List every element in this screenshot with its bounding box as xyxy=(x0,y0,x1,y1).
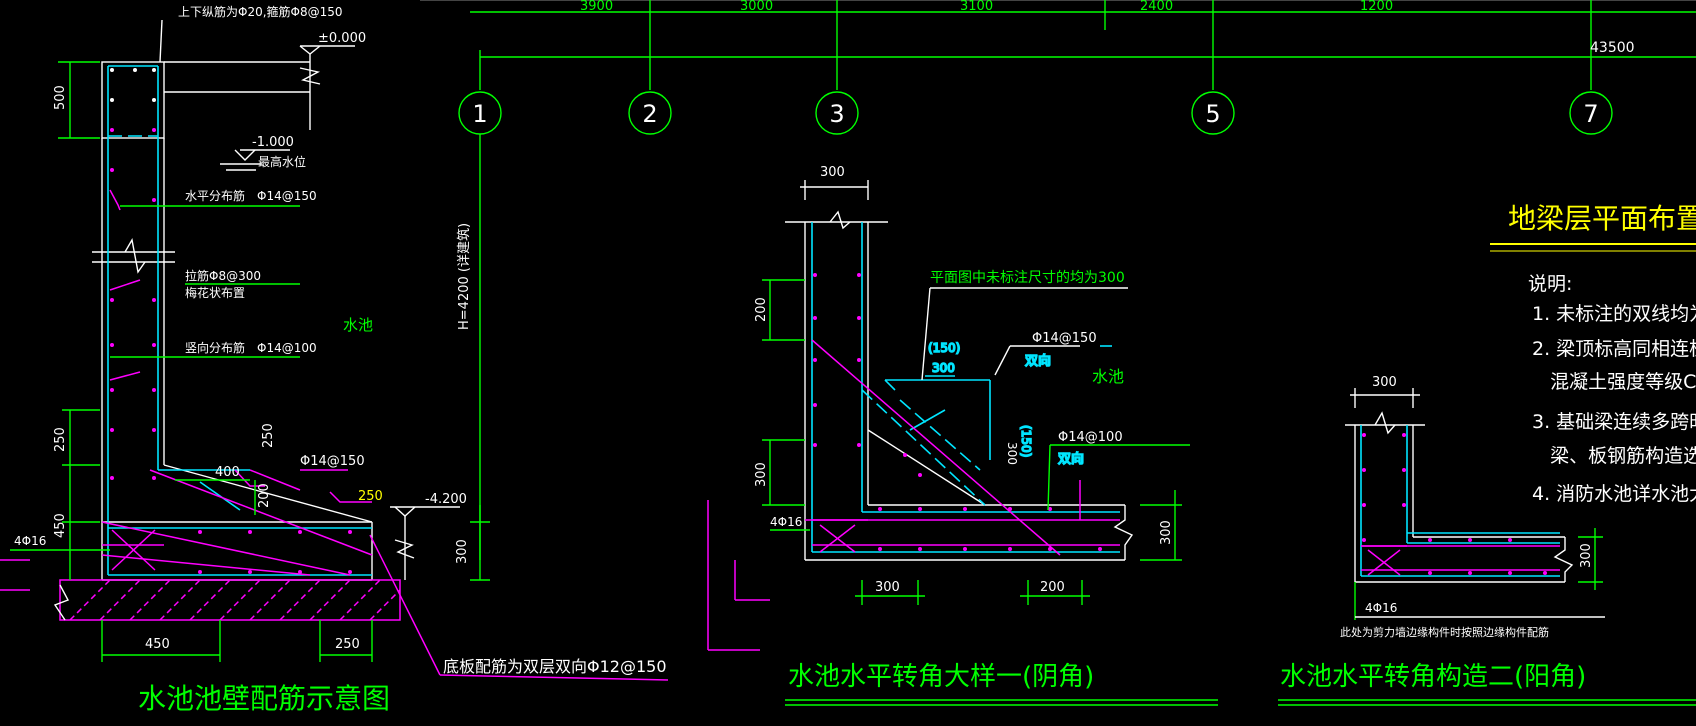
inner-dim-150a: (150) xyxy=(928,341,960,355)
inner-dir-1: 双向 xyxy=(1025,353,1051,369)
dim-400: 400 xyxy=(215,465,240,480)
inner-dim-200-bottom: 200 xyxy=(1040,580,1065,595)
note-line-1: 1. 未标注的双线均为基 xyxy=(1532,303,1696,325)
elevation-bottom: -4.200 xyxy=(425,492,467,507)
dim-300-right: 300 xyxy=(455,539,470,564)
pool-label: 水池 xyxy=(343,316,373,334)
axis-bubble-2: 2 xyxy=(628,91,672,135)
rebar-dots xyxy=(110,128,352,574)
axis-label-5: 5 xyxy=(1205,100,1220,128)
tie-rebar-note: 梅花状布置 xyxy=(185,285,245,300)
detail-titles: 水池池壁配筋示意图 水池水平转角大样一(阴角) 水池水平转角构造二(阳角) xyxy=(138,662,1696,715)
yellow-250: 250 xyxy=(358,489,383,504)
outer-note: 此处为剪力墙边缘构件时按照边缘构件配筋 xyxy=(1340,625,1549,639)
note-line-4: 3. 基础梁连续多跨时, xyxy=(1532,411,1696,433)
inner-dir-2: 双向 xyxy=(1058,451,1084,467)
wall-height-label: H=4200 (详建筑) xyxy=(456,223,472,330)
top-dim-2: 3000 xyxy=(740,0,773,14)
axis-label-2: 2 xyxy=(642,100,657,128)
inner-pool-label: 水池 xyxy=(1092,367,1124,386)
inner-dim-300-right: 300 xyxy=(1159,520,1174,545)
note-line-3: 混凝土强度等级C3 xyxy=(1532,371,1696,393)
inner-dim-300a: 300 xyxy=(932,361,955,375)
outer-bar: 4Φ16 xyxy=(1365,601,1397,615)
note-line-2: 2. 梁顶标高同相连桩顶 xyxy=(1532,338,1696,360)
inner-dim-300-left: 300 xyxy=(754,462,769,487)
plan-title: 地梁层平面布置图 xyxy=(1508,202,1696,235)
water-level-label: 最高水位 xyxy=(258,154,306,169)
bottom-dim-450: 450 xyxy=(145,637,170,652)
dim-200: 200 xyxy=(257,483,272,508)
note-line-6: 4. 消防水池详水池大详 xyxy=(1532,483,1696,505)
tie-rebar-label: 拉筋Φ8@300 xyxy=(185,268,261,283)
top-dim-1: 3900 xyxy=(580,0,613,14)
axis-bubble-1: 1 xyxy=(458,91,502,560)
bar-4phi16: 4Φ16 xyxy=(14,534,46,548)
haunch-rebar: Φ14@150 xyxy=(300,454,365,469)
inner-dim-150b: (150) xyxy=(1019,425,1033,457)
inner-dim-300-bottom: 300 xyxy=(875,580,900,595)
inner-dim-200: 200 xyxy=(754,297,769,322)
wall-section-detail: 上下纵筋为Φ20,箍筋Φ8@150 ±0.000 xyxy=(0,4,669,681)
notes-heading: 说明: xyxy=(1528,273,1572,295)
top-dim-5: 1200 xyxy=(1360,0,1393,14)
total-dimension: 43500 xyxy=(1590,40,1635,56)
axis-bubble-5: 5 xyxy=(1191,91,1235,135)
top-rebar-note: 上下纵筋为Φ20,箍筋Φ8@150 xyxy=(178,4,343,19)
grid-area: 3900 3000 3100 2400 1200 43500 1 2 3 5 7 xyxy=(420,0,1696,560)
inner-dim-300-top: 300 xyxy=(820,165,845,180)
axis-label-3: 3 xyxy=(829,100,844,128)
vertical-rebar-label: 竖向分布筋 Φ14@100 xyxy=(185,340,317,355)
corner-inner-title: 水池水平转角大样一(阴角) xyxy=(788,662,1094,692)
elevation-water: -1.000 xyxy=(252,135,294,150)
dim-250: 250 xyxy=(53,427,68,452)
wall-section-title: 水池池壁配筋示意图 xyxy=(138,682,390,715)
outer-dim-300-right: 300 xyxy=(1579,543,1594,568)
inner-rebar-2: Φ14@100 xyxy=(1058,430,1123,445)
inner-bar: 4Φ16 xyxy=(770,515,802,529)
axis-label-7: 7 xyxy=(1583,100,1598,128)
top-dim-3: 3100 xyxy=(960,0,993,14)
axis-bubble-7: 7 xyxy=(1569,91,1613,135)
corner-detail-inner: 300 xyxy=(707,165,1190,651)
ground-hatch xyxy=(53,579,401,621)
haunch-dim: 250 xyxy=(261,423,276,448)
dim-500: 500 xyxy=(53,85,68,110)
dim-450: 450 xyxy=(53,513,68,538)
inner-rebar-1: Φ14@150 xyxy=(1032,331,1097,346)
top-dim-4: 2400 xyxy=(1140,0,1173,14)
inner-dim-300-mid: 300 xyxy=(1005,442,1019,465)
bottom-dim-250: 250 xyxy=(335,637,360,652)
axis-bubble-3: 3 xyxy=(815,91,859,135)
slab-note: 底板配筋为双层双向Φ12@150 xyxy=(443,657,667,676)
plan-notes: 地梁层平面布置图 说明: 1. 未标注的双线均为基 2. 梁顶标高同相连桩顶 混… xyxy=(1490,202,1696,505)
inner-note: 平面图中未标注尺寸的均为300 xyxy=(930,270,1125,286)
note-line-5: 梁、板钢筋构造选取 xyxy=(1532,445,1696,467)
axis-label-1: 1 xyxy=(472,100,487,128)
corner-detail-outer: 300 300 4Φ16 xyxy=(1340,375,1605,639)
elevation-top: ±0.000 xyxy=(318,31,366,46)
horizontal-rebar-label: 水平分布筋 Φ14@150 xyxy=(185,188,317,203)
outer-dim-300-top: 300 xyxy=(1372,375,1397,390)
corner-outer-title: 水池水平转角构造二(阳角) xyxy=(1280,662,1586,692)
